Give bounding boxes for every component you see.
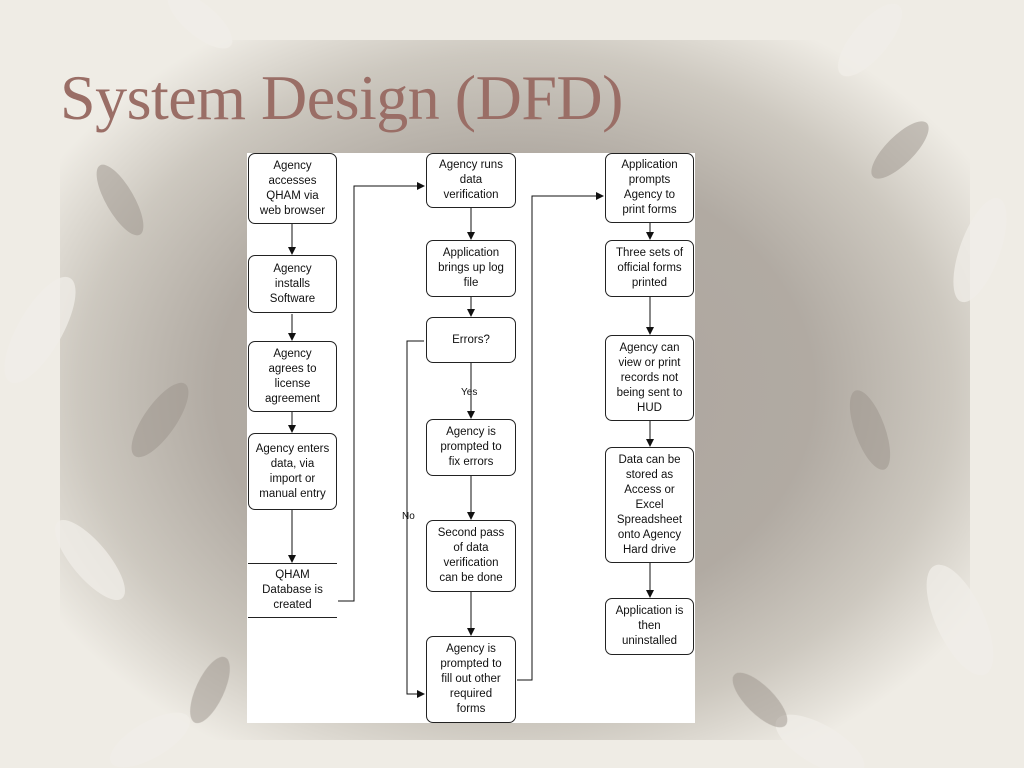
node-agency-fill-out-forms: Agency is prompted to fill out other req… [426,636,516,723]
node-agency-enters-data: Agency enters data, via import or manual… [248,433,337,510]
decision-errors: Errors? [426,317,516,363]
node-agency-fix-errors: Agency is prompted to fix errors [426,419,516,476]
datastore-qham-database: QHAM Database is created [248,563,337,618]
node-application-uninstalled: Application is then uninstalled [605,598,694,655]
node-application-log-file: Application brings up log file [426,240,516,297]
diagram-connectors [288,182,654,698]
arrow-n11-n12 [517,192,604,681]
node-agency-runs-verification: Agency runs data verification [426,153,516,208]
node-data-stored-hard-drive: Data can be stored as Access or Excel Sp… [605,447,694,563]
node-view-print-records: Agency can view or print records not bei… [605,335,694,421]
node-forms-printed: Three sets of official forms printed [605,240,694,297]
slide-title: System Design (DFD) [60,62,623,133]
node-application-prompts-print: Application prompts Agency to print form… [605,153,694,223]
edge-label-no: No [402,511,415,522]
edge-label-yes: Yes [461,387,478,398]
arrow-n5-n6 [338,182,425,602]
node-agency-accesses-qham: Agency accesses QHAM via web browser [248,153,337,224]
node-second-pass-verification: Second pass of data verification can be … [426,520,516,592]
dfd-diagram: Agency accesses QHAM via web browser Age… [247,153,695,723]
arrow-n8-n11-no [406,340,425,698]
node-agency-installs-software: Agency installs Software [248,255,337,313]
node-agency-agrees-license: Agency agrees to license agreement [248,341,337,412]
